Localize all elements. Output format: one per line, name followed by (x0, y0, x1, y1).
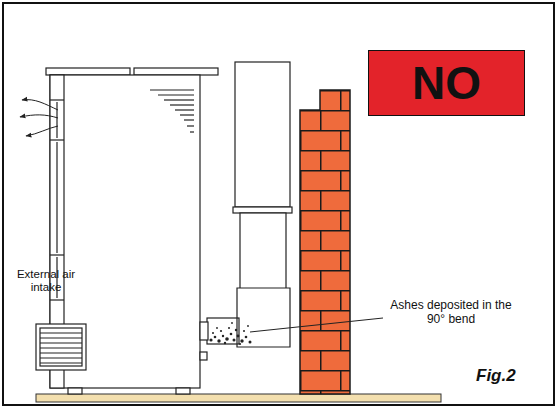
callout-label: Ashes deposited in the 90° bend (386, 299, 516, 327)
callout-label: External air intake (14, 268, 78, 294)
brick-wall (300, 90, 350, 394)
air-flow-arrows (20, 100, 58, 136)
floor (36, 394, 441, 402)
flue-pipe (200, 62, 292, 347)
figure-number: Fig.2 (476, 366, 536, 386)
ashes (209, 322, 251, 345)
frame (3, 3, 554, 405)
leader-line (250, 318, 383, 332)
warning-text: NO (412, 56, 481, 110)
air-intake-grille (36, 324, 86, 370)
warning-box: NO (368, 50, 525, 116)
